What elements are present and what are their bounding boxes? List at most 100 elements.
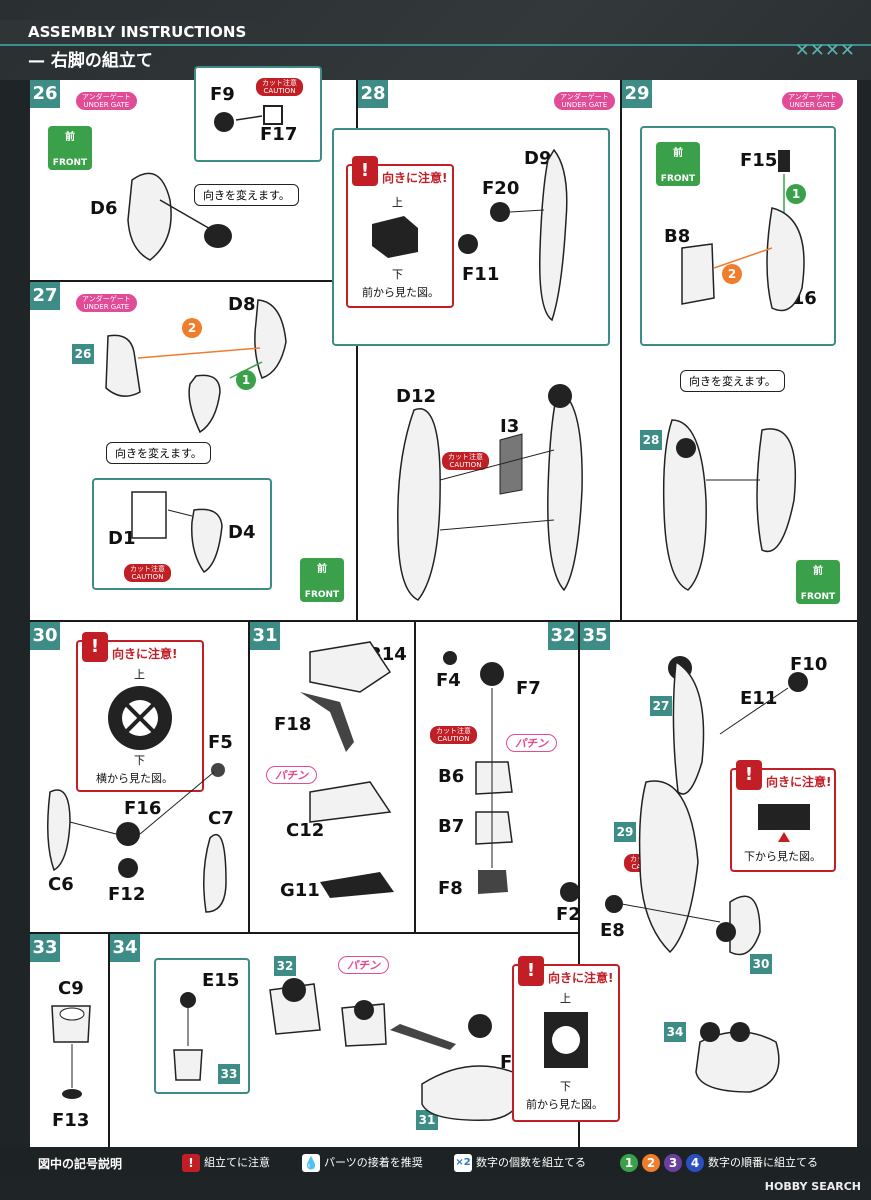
cut-en: CAUTION <box>449 461 482 469</box>
orientation-caution-box: ! 向きに注意! 上 下 前から見た図。 <box>512 956 620 1122</box>
step-28-number: 28 <box>358 80 388 108</box>
down-label: 下 <box>134 754 145 767</box>
d12-assembly-drawing <box>397 384 583 601</box>
up-label: 上 <box>560 992 571 1005</box>
section-title: — 右脚の組立て <box>28 51 153 71</box>
b-orientation-drawing <box>544 1012 588 1068</box>
step-30-panel: 30 ! 向きに注意! 上 下 横から見た図。 F5 F16 C7 C6 F12 <box>30 620 250 932</box>
under-gate-jp: アンダーゲート <box>82 295 131 303</box>
order-4-icon: 4 <box>686 1154 704 1172</box>
bottom-view-label: 下から見た図。 <box>744 850 821 863</box>
part-label-c7: C7 <box>208 808 234 829</box>
part-label-f4: F4 <box>436 670 461 691</box>
step-34-panel: 34 E15 33 32 パチン F3 31 ! 向きに注意! 上 下 前から見… <box>110 932 620 1147</box>
part-label-f10: F10 <box>790 654 828 675</box>
step-33-panel: 33 C9 F13 <box>30 932 110 1147</box>
step-35-number: 35 <box>580 622 610 650</box>
d9-assembly-drawing <box>458 148 568 322</box>
part-label-e15: E15 <box>202 970 240 991</box>
part-label-d4: D4 <box>228 522 256 543</box>
caution-title: 向きに注意! <box>382 171 448 185</box>
cut-en: CAUTION <box>131 573 164 581</box>
legend-count-text: 数字の個数を組立てる <box>476 1156 586 1169</box>
step-29-number: 29 <box>622 80 652 108</box>
snap-note: パチン <box>266 766 317 784</box>
part-label-d1: D1 <box>108 528 136 549</box>
part-label-f16: F16 <box>124 798 162 819</box>
part-label-c12: C12 <box>286 820 325 841</box>
step-35-drawing <box>560 656 808 1093</box>
part-label-f18: F18 <box>274 714 312 735</box>
step-34-detail-callout: E15 33 <box>154 958 250 1094</box>
front-view-label: 前から見た図。 <box>362 286 439 299</box>
step-31-drawing <box>300 641 394 898</box>
part-label-f13: F13 <box>52 1110 90 1131</box>
part-label-f9: F9 <box>210 84 235 105</box>
under-gate-en: UNDER GATE <box>561 101 608 109</box>
step-28-detail-callout: ! 向きに注意! 上 下 前から見た図。 F20 D9 F11 <box>332 128 610 346</box>
step-29-lower-drawing <box>662 419 797 591</box>
snap-note: パチン <box>506 734 557 752</box>
part-label-e11: E11 <box>740 688 778 709</box>
orientation-caution-box: ! 向きに注意! 下から見た図。 <box>730 760 836 872</box>
front-jp: 前 <box>65 132 75 143</box>
change-direction-note: 向きを変えます。 <box>194 184 299 206</box>
order-1-icon: 1 <box>620 1154 638 1172</box>
under-gate-jp: アンダーゲート <box>560 93 609 101</box>
orientation-caution-box: ! 向きに注意! 上 下 横から見た図。 <box>76 632 204 792</box>
part-label-f8: F8 <box>438 878 463 899</box>
caution-exclamation-icon: ! <box>518 956 544 986</box>
front-jp: 前 <box>673 148 683 159</box>
legend-glue-text: パーツの接着を推奨 <box>324 1156 423 1169</box>
part-label-d9: D9 <box>524 148 552 169</box>
e15-drawing <box>173 992 203 1081</box>
down-label: 下 <box>392 268 403 281</box>
caution-exclamation-icon: ! <box>736 760 762 790</box>
step-34-number: 34 <box>110 934 140 962</box>
step-27-number: 27 <box>30 282 60 310</box>
ref-step-30: 30 <box>750 954 772 974</box>
f10-orientation-drawing <box>758 804 810 842</box>
step-35-panel: 35 F10 E11 27 ! 向きに注意! 下から見た図。 29 カット注意C… <box>556 620 857 1147</box>
part-label-f15: F15 <box>740 150 778 171</box>
part-label-c6: C6 <box>48 874 74 895</box>
caution-exclamation-icon: ! <box>352 156 378 186</box>
step-31-panel: 31 B14 F18 パチン C12 G11 <box>250 620 416 932</box>
change-direction-note: 向きを変えます。 <box>680 370 785 392</box>
ref-step-32: 32 <box>274 956 296 976</box>
down-label: 下 <box>560 1080 571 1093</box>
ref-step-28: 28 <box>640 430 662 450</box>
step-30-drawing <box>47 763 227 913</box>
order-1-icon: 1 <box>786 184 806 204</box>
order-2-icon: 2 <box>642 1154 660 1172</box>
part-label-f5: F5 <box>208 732 233 753</box>
glue-drop-icon: 💧 <box>302 1154 320 1172</box>
step-30-number: 30 <box>30 622 60 650</box>
front-view-label: 前から見た図。 <box>526 1098 603 1111</box>
x-decoration-icon: ✕✕✕✕ <box>794 40 855 61</box>
under-gate-en: UNDER GATE <box>83 101 130 109</box>
part-label-i3: I3 <box>500 416 520 437</box>
legend-caution-text: 組立てに注意 <box>204 1156 270 1169</box>
step-32-drawing <box>443 651 513 894</box>
part-label-f17: F17 <box>260 124 298 145</box>
front-en: FRONT <box>52 158 88 168</box>
under-gate-jp: アンダーゲート <box>788 93 837 101</box>
cut-jp: カット注意 <box>262 79 297 87</box>
order-2-icon: 2 <box>182 318 202 338</box>
step-32-number: 32 <box>548 622 578 650</box>
step-33-number: 33 <box>30 934 60 962</box>
cut-en: CAUTION <box>437 735 470 743</box>
